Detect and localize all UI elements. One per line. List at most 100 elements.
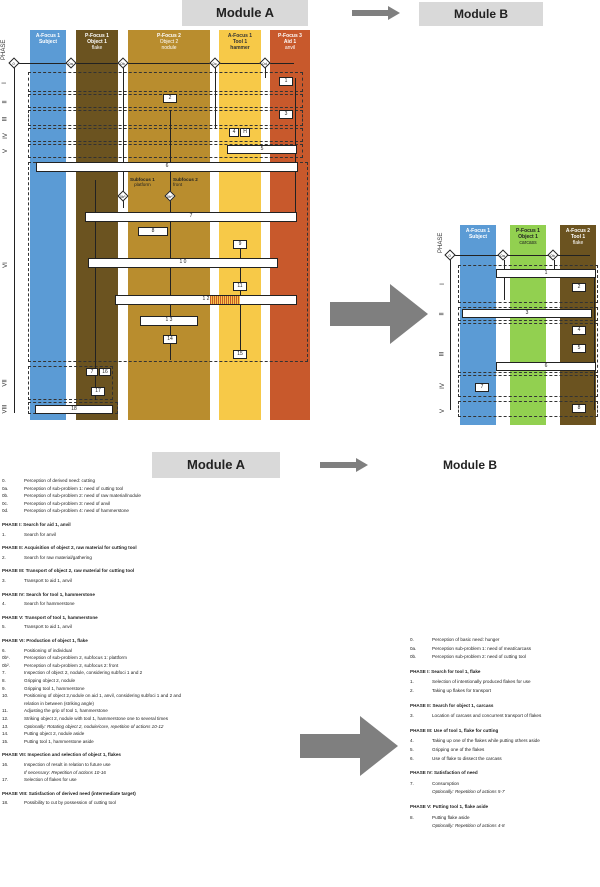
list-item: 0b.Perception of sub-problem 2: need of … bbox=[2, 493, 141, 498]
phase-label-IV: IV bbox=[2, 133, 9, 139]
list-item-number: 3. bbox=[2, 578, 6, 583]
action-box-1: 1 bbox=[279, 77, 293, 86]
action-box-18: 18 bbox=[35, 405, 113, 414]
list-item-text: Putting object 2, nodule aside bbox=[24, 731, 85, 737]
phase-box-III bbox=[28, 110, 303, 126]
list-item: 3.Location of carcass and concurrent tra… bbox=[410, 713, 541, 718]
module-b-header-top: Module B bbox=[419, 2, 543, 26]
list-item-text: Inspection of object 2, nodule, consider… bbox=[24, 670, 143, 676]
list-item-text: Gripping one of the flakes bbox=[432, 747, 485, 752]
column-flake-b bbox=[560, 225, 596, 425]
phase-axis-label: PHASE bbox=[1, 39, 7, 60]
action-box-b-8: 8 bbox=[572, 404, 586, 413]
phase-box-IV bbox=[28, 128, 303, 142]
list-item-number: 0d. bbox=[2, 508, 9, 514]
phase-box-V bbox=[28, 144, 303, 158]
list-item: 8.Putting flake aside bbox=[410, 815, 470, 820]
list-item-text: Gripping tool 1, hammerstone bbox=[24, 685, 85, 691]
connector-line bbox=[265, 68, 266, 78]
phase-heading: PHASE VI: Production of object 1, flake bbox=[2, 638, 88, 643]
phase-label-V: V bbox=[3, 148, 10, 154]
list-item-text: Taking up one of the flakes while puttin… bbox=[432, 738, 540, 744]
phase-box-b-III bbox=[458, 323, 598, 373]
phase-box-b-V bbox=[458, 401, 598, 417]
action-box-4: 4 bbox=[229, 128, 239, 137]
list-item-number: 0a. bbox=[2, 485, 9, 491]
list-item-text: Inspection of result in relation to futu… bbox=[24, 762, 111, 767]
list-item-text: Adjusting the grip of tool 1, hammerston… bbox=[24, 708, 108, 714]
phase-label-b-III: III bbox=[439, 351, 446, 357]
list-item: 2.Search for raw material/gathering bbox=[2, 555, 92, 560]
list-item-number: 4. bbox=[410, 738, 414, 744]
action-box-b-6: 6 bbox=[496, 362, 596, 371]
list-item: 0a.Perception sub-problem 1: need of mea… bbox=[410, 646, 531, 651]
list-item-number: 0. bbox=[410, 637, 414, 642]
phase-label-VI: VI bbox=[2, 262, 9, 268]
action-box-10: 1 0 bbox=[88, 258, 278, 268]
list-item-text: Perception of sub-problem 1: need of cut… bbox=[24, 485, 124, 491]
connector-line bbox=[123, 68, 124, 208]
list-item: 9.Gripping tool 1, hammerstone bbox=[2, 686, 85, 691]
action-box-b-4: 4 bbox=[572, 326, 586, 335]
phase-label-VII: VII bbox=[2, 379, 9, 387]
phase-label-b-IV: IV bbox=[439, 383, 446, 389]
column-object1-flake bbox=[76, 30, 118, 420]
list-item: 4. Taking up one of the flakes while putt… bbox=[410, 738, 540, 743]
list-item-number: 8. bbox=[410, 814, 414, 820]
list-item-number: 2. bbox=[410, 688, 414, 693]
action-box-14: 14 bbox=[163, 335, 177, 344]
phase-box-I bbox=[28, 72, 303, 92]
phase-label-I: I bbox=[1, 82, 8, 84]
small-arrow-right-icon bbox=[352, 6, 400, 20]
list-item-text: Putting tool 1, hammerstone aside bbox=[24, 738, 94, 744]
list-item: 4.Search for hammerstone bbox=[2, 601, 75, 606]
list-item-text: Perception of derived need: cutting bbox=[24, 478, 95, 483]
diamond-0-b: 0 bbox=[444, 249, 456, 261]
list-item: 7.Consumption bbox=[410, 781, 459, 786]
diamond-0b: 0b bbox=[117, 57, 129, 69]
list-item-text: Search for anvil bbox=[24, 531, 56, 537]
phase-heading: PHASE I: Search for tool 1, flake bbox=[410, 668, 481, 674]
list-item-text: Perception of sub-problem 3: need of anv… bbox=[24, 500, 111, 506]
action-box-13: 1 3 bbox=[140, 316, 198, 326]
list-item-text: Possibility to cut by possession of cutt… bbox=[24, 800, 116, 806]
phase-label-II: II bbox=[2, 100, 9, 104]
list-item-number: 5. bbox=[2, 624, 6, 630]
phase-heading: PHASE IV: Search for tool 1, hammerstone bbox=[2, 591, 95, 597]
list-item-number: 11. bbox=[2, 708, 9, 714]
list-item-text: Perception sub-problem 1: need of meat/c… bbox=[432, 645, 532, 651]
list-item: Optionally: Repetition of actions 4-8 bbox=[410, 823, 505, 828]
list-item-number: 6. bbox=[2, 647, 6, 653]
list-item: 5.Transport to aid 1, anvil bbox=[2, 624, 72, 629]
list-item-text: Positioning of individual bbox=[24, 647, 73, 653]
list-item-number: 0b. bbox=[2, 493, 9, 499]
list-item-number: 1. bbox=[2, 531, 6, 537]
column-aid1-anvil bbox=[270, 30, 310, 420]
action-box-9: 9 bbox=[233, 240, 247, 249]
list-item: 18.Possibility to cut by possession of c… bbox=[2, 800, 116, 805]
list-item: 2.Taking up flakes for transport bbox=[410, 688, 491, 693]
action-box-3: 3 bbox=[279, 110, 293, 119]
list-item: 16.Inspection of result in relation to f… bbox=[2, 762, 111, 767]
list-item: 14.Putting object 2, nodule aside bbox=[2, 731, 84, 736]
list-item-number: 5. bbox=[410, 747, 414, 752]
list-item: 10.Positioning of object 2,nodule on aid… bbox=[2, 693, 181, 698]
action-box-8: 8 bbox=[138, 227, 168, 236]
list-item: 0.Perception of derived need: cutting bbox=[2, 478, 95, 483]
connector-line bbox=[504, 260, 505, 300]
phase-heading: PHASE VIII: Satisfaction of derived need… bbox=[2, 790, 136, 796]
list-item: 6.Use of flake to dissect the carcass bbox=[410, 756, 502, 761]
list-item: 0d.Perception of sub-problem 4: need of … bbox=[2, 508, 129, 513]
list-item-text: Gripping object 2, nodule bbox=[24, 678, 76, 683]
action-box-17: 17 bbox=[91, 387, 105, 396]
list-item: 12.Striking object 2, nodule with tool 1… bbox=[2, 716, 168, 721]
list-item-text: Positioning of object 2,nodule on aid 1,… bbox=[24, 693, 182, 699]
list-item-text: Perception of basic need: hunger bbox=[432, 637, 500, 642]
list-item: 0a. Perception of sub-problem 1: need of … bbox=[2, 486, 123, 491]
